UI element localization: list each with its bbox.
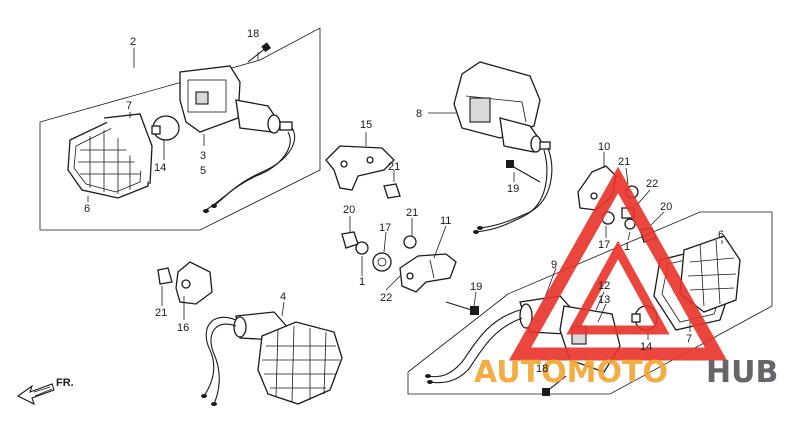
label-part-20-right: 20 xyxy=(660,201,672,213)
nut-21-a xyxy=(383,183,401,199)
bracket-11-group xyxy=(341,231,457,293)
label-part-1-right: 1 xyxy=(624,241,630,253)
frame-bottom-right xyxy=(407,211,773,395)
nut-21-d xyxy=(157,267,173,285)
label-part-7-right: 7 xyxy=(686,333,692,345)
label-part-20-center: 20 xyxy=(343,204,355,216)
label-part-4: 4 xyxy=(280,291,286,303)
label-part-10: 10 xyxy=(598,141,610,153)
label-part-6-right: 6 xyxy=(718,229,724,241)
label-part-15: 15 xyxy=(360,119,372,131)
bracket-15 xyxy=(325,145,395,191)
label-part-11: 11 xyxy=(440,215,451,227)
watermark-logo-icon xyxy=(508,166,728,361)
label-part-21-d: 21 xyxy=(155,307,167,319)
part-labels: 2 18 7 14 3 5 6 15 21 8 19 10 21 22 20 6… xyxy=(84,28,724,375)
label-part-12: 12 xyxy=(598,280,610,292)
frame-top-left xyxy=(39,27,321,231)
front-direction-indicator: FR. xyxy=(16,377,74,406)
label-part-19-center: 19 xyxy=(470,281,482,293)
label-part-22-right: 22 xyxy=(646,178,658,190)
label-part-9: 9 xyxy=(551,259,557,271)
label-part-22-center: 22 xyxy=(380,292,392,304)
collar-1-a xyxy=(624,218,636,230)
label-part-17-center: 17 xyxy=(379,222,391,234)
label-part-17-right: 17 xyxy=(598,239,610,251)
gasket-7-left xyxy=(103,113,153,185)
label-part-16: 16 xyxy=(177,322,189,334)
assembly-top-center xyxy=(453,61,553,234)
label-part-3: 3 xyxy=(200,150,206,162)
label-part-18-top: 18 xyxy=(247,28,259,40)
label-part-5: 5 xyxy=(200,165,206,177)
label-part-21-b: 21 xyxy=(618,156,630,168)
label-part-13: 13 xyxy=(598,294,610,306)
housing-3-left xyxy=(179,65,241,133)
lens-4 xyxy=(257,321,343,405)
label-part-2: 2 xyxy=(130,36,136,48)
watermark-text-dark: HUB xyxy=(706,355,778,390)
label-part-7-left: 7 xyxy=(126,100,132,112)
grommet-17-b xyxy=(372,252,392,272)
assembly-top-left xyxy=(39,27,321,231)
bracket-16 xyxy=(175,261,213,305)
nut-21-c xyxy=(403,235,417,249)
screw-19-center xyxy=(445,301,479,315)
watermark: AUTOMOTO HUB xyxy=(474,166,778,390)
nut-20-b xyxy=(341,231,359,249)
label-part-19-top: 19 xyxy=(507,183,519,195)
front-direction-text: FR. xyxy=(56,377,74,389)
label-part-14-right: 14 xyxy=(640,341,652,353)
label-part-8: 8 xyxy=(416,108,422,120)
bracket-15-group xyxy=(325,145,401,199)
watermark-text-orange: AUTOMOTO xyxy=(474,355,668,390)
assembly-front-left xyxy=(157,261,343,406)
label-part-1-center: 1 xyxy=(359,276,365,288)
label-part-21-c: 21 xyxy=(406,207,418,219)
label-part-18-bottom: 18 xyxy=(536,363,548,375)
label-part-21-a: 21 xyxy=(388,161,400,173)
collar-1-b xyxy=(355,241,369,255)
bracket-11 xyxy=(399,253,457,293)
label-part-6-left: 6 xyxy=(84,203,90,215)
front-arrow-icon xyxy=(16,383,55,406)
label-part-14-left: 14 xyxy=(154,162,166,174)
